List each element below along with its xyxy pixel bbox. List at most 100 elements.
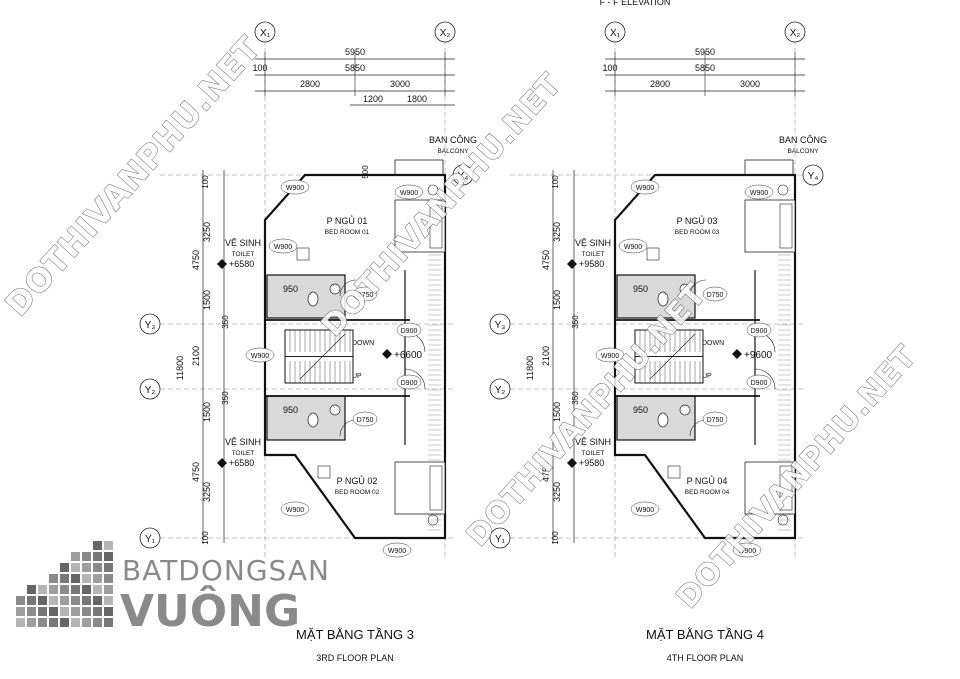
tag-w900-0 xyxy=(630,179,660,195)
tag-w900-4 xyxy=(280,501,310,517)
dim-3250-top: 3250 xyxy=(202,222,212,242)
dim-100-bottom: 100 xyxy=(201,531,210,545)
dim-balcony-depth: 500 xyxy=(361,165,370,179)
room-bottom-name-en: BED ROOM 02 xyxy=(335,489,380,496)
chair-bottom xyxy=(667,465,681,479)
plan-subtitle: 3RD FLOOR PLAN xyxy=(316,653,394,663)
level-marker-1 xyxy=(567,458,577,468)
dim-2100: 2100 xyxy=(191,346,201,366)
dim-950-2: 950 xyxy=(283,405,298,415)
balcony-label-vn: BAN CÔNG xyxy=(429,135,477,145)
dim-edge: 100 xyxy=(252,63,267,73)
dim-100-top: 100 xyxy=(551,175,560,189)
label-d750-0: D750 xyxy=(357,292,374,299)
balcony-label-vn: BAN CÔNG xyxy=(779,135,827,145)
logo-block xyxy=(104,618,113,627)
axis-y2-circle xyxy=(139,378,161,400)
watermark-1: DOTHIVANPHU.NET xyxy=(315,67,569,344)
tag-w900-3 xyxy=(595,347,625,363)
dim-950-1: 950 xyxy=(283,284,298,294)
level-marker-0 xyxy=(217,259,227,269)
balcony-outline xyxy=(394,159,444,176)
dim-1500-bottom: 1500 xyxy=(552,402,562,422)
label-w900-2: W900 xyxy=(624,244,642,251)
label-d900-1: D900 xyxy=(751,380,768,387)
axis-y2-label: Y₂ xyxy=(495,385,506,396)
room-top-name: P NGỦ 01 xyxy=(327,215,368,226)
logo-block xyxy=(93,563,102,572)
logo-block xyxy=(16,618,25,627)
wc-fixture-1 xyxy=(307,291,319,307)
toilet-room-2 xyxy=(266,395,346,441)
stair-arrow xyxy=(299,333,346,380)
logo-block xyxy=(82,552,91,561)
dim-100-bottom: 100 xyxy=(551,531,560,545)
logo-block xyxy=(104,574,113,583)
label-w900-0: W900 xyxy=(286,185,304,192)
axis-x2: X₂ xyxy=(784,21,806,43)
axis-x2-circle xyxy=(784,21,806,43)
axis-y2: Y₂ xyxy=(489,378,511,400)
toilet-level-0: +9580 xyxy=(579,259,604,269)
dim-4750-top: 4750 xyxy=(191,250,201,270)
logo-block xyxy=(82,607,91,616)
toilet-label-en-1: TOILET xyxy=(232,450,255,457)
d750-upper-swing xyxy=(689,279,707,297)
axis-x2-label: X₂ xyxy=(440,28,451,39)
balcony-label-en: BALCONY xyxy=(787,148,819,155)
axis-y3-label: Y₃ xyxy=(145,320,156,331)
logo-block xyxy=(104,541,113,550)
logo-block xyxy=(49,596,58,605)
logo-block xyxy=(16,607,25,616)
axis-x1-circle xyxy=(254,21,276,43)
logo-block xyxy=(93,552,102,561)
chair-top xyxy=(646,247,660,261)
floor-level: +9600 xyxy=(744,350,773,361)
axis-y2-circle xyxy=(489,378,511,400)
logo-block xyxy=(104,596,113,605)
axis-y3-circle xyxy=(489,313,511,335)
dim-350-bottom: 350 xyxy=(221,391,230,405)
dim-4750-top: 4750 xyxy=(541,250,551,270)
logo-block xyxy=(38,607,47,616)
logo-block xyxy=(60,618,69,627)
dim-100-top: 100 xyxy=(201,175,210,189)
tag-d900-1 xyxy=(396,374,422,390)
axis-y3-circle xyxy=(139,313,161,335)
label-w900-5: W900 xyxy=(388,548,406,555)
stair-arrow xyxy=(649,333,696,380)
level-marker-0 xyxy=(567,259,577,269)
logo-block xyxy=(49,607,58,616)
pillow-top xyxy=(779,203,793,249)
wc-fixture-1 xyxy=(657,291,669,307)
dim-950-1: 950 xyxy=(633,284,648,294)
logo-block xyxy=(60,585,69,594)
lamp-bottom xyxy=(427,514,439,526)
label-w900-0: W900 xyxy=(636,185,654,192)
axis-y1-label: Y₁ xyxy=(495,534,506,545)
axis-x2-circle xyxy=(434,21,456,43)
dim-1500-top: 1500 xyxy=(202,290,212,310)
lamp-top xyxy=(427,184,439,196)
axis-x1-circle xyxy=(604,21,626,43)
dim-sub-a: 1200 xyxy=(363,94,383,104)
d750-upper-swing xyxy=(339,279,357,297)
tag-w900-0 xyxy=(280,179,310,195)
logo-block xyxy=(93,607,102,616)
logo-block xyxy=(27,618,36,627)
toilet-label-vn-1: VỆ SINH xyxy=(575,437,611,447)
room-top-name-en: BED ROOM 01 xyxy=(325,229,370,236)
logo-block xyxy=(27,596,36,605)
logo-block xyxy=(104,585,113,594)
axis-y1: Y₁ xyxy=(139,527,161,549)
basin-fixture-2 xyxy=(679,404,691,416)
logo-block xyxy=(104,552,113,561)
axis-y4-circle xyxy=(802,164,824,186)
toilet-label-vn-0: VỆ SINH xyxy=(225,238,261,248)
tag-d750-0 xyxy=(352,286,378,302)
pillow-top xyxy=(429,203,443,249)
tag-w900-5 xyxy=(732,542,762,558)
room-bottom-name-en: BED ROOM 04 xyxy=(685,489,730,496)
